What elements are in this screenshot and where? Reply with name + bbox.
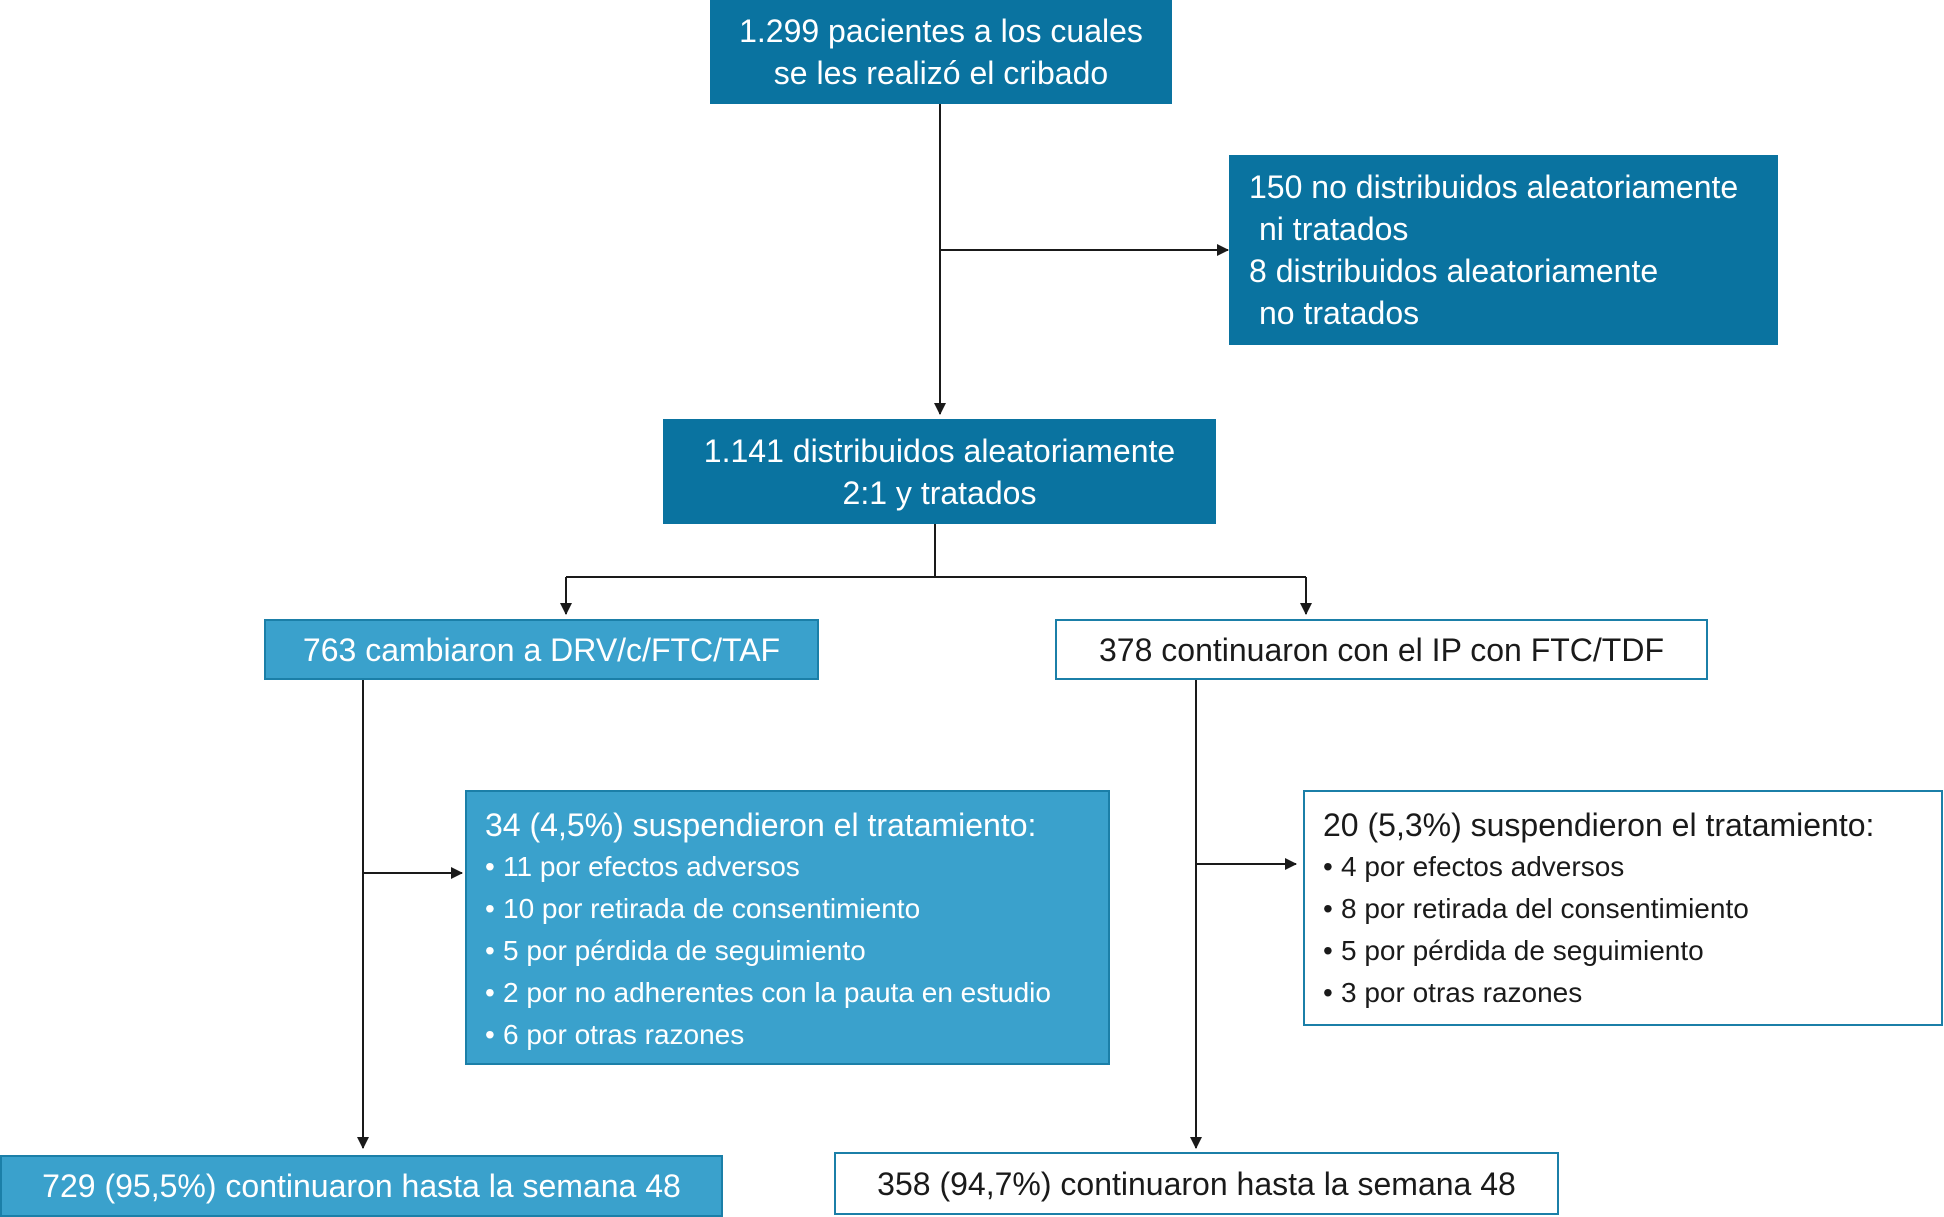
excluded-line4: no tratados (1259, 295, 1420, 331)
continue-discontinued-box: 20 (5,3%) suspendieron el tratamiento: •… (1303, 790, 1943, 1026)
switch-completed-box: 729 (95,5%) continuaron hasta la semana … (0, 1155, 723, 1217)
randomized-line1: 1.141 distribuidos aleatoriamente (703, 432, 1176, 469)
continue-completed-box: 358 (94,7%) continuaron hasta la semana … (834, 1152, 1559, 1215)
continue-discontinued-list: •4 por efectos adversos •8 por retirada … (1323, 846, 1941, 1014)
list-item: •5 por pérdida de seguimiento (485, 935, 866, 966)
randomized-box: 1.141 distribuidos aleatoriamente 2:1 y … (663, 419, 1216, 524)
screened-line1: 1.299 pacientes a los cuales (739, 13, 1143, 49)
continue-arm-box: 378 continuaron con el IP con FTC/TDF (1055, 619, 1708, 680)
excluded-box: 150 no distribuidos aleatoriamente ni tr… (1229, 155, 1778, 345)
excluded-line3: 8 distribuidos aleatoriamente (1249, 253, 1659, 289)
list-item: •10 por retirada de consentimiento (485, 893, 921, 924)
list-item: •4 por efectos adversos (1323, 851, 1625, 882)
switch-discontinued-list: •11 por efectos adversos •10 por retirad… (485, 846, 1108, 1056)
list-item: •8 por retirada del consentimiento (1323, 893, 1749, 924)
switch-completed-label: 729 (95,5%) continuaron hasta la semana … (42, 1168, 681, 1204)
list-item: •2 por no adherentes con la pauta en est… (485, 977, 1051, 1008)
continue-arm-label: 378 continuaron con el IP con FTC/TDF (1098, 631, 1664, 668)
list-item: •6 por otras razones (485, 1019, 745, 1050)
list-item: •3 por otras razones (1323, 977, 1583, 1008)
switch-discontinued-box: 34 (4,5%) suspendieron el tratamiento: •… (465, 790, 1110, 1065)
switch-discontinued-title: 34 (4,5%) suspendieron el tratamiento: (485, 807, 1037, 843)
switch-arm-label: 763 cambiaron a DRV/c/FTC/TAF (302, 631, 781, 668)
randomized-line2: 2:1 y tratados (842, 474, 1037, 511)
excluded-line2: ni tratados (1259, 211, 1409, 247)
continue-discontinued-title: 20 (5,3%) suspendieron el tratamiento: (1323, 807, 1875, 843)
list-item: •5 por pérdida de seguimiento (1323, 935, 1704, 966)
excluded-line1: 150 no distribuidos aleatoriamente (1249, 169, 1739, 205)
screened-line2: se les realizó el cribado (773, 55, 1109, 91)
list-item: •11 por efectos adversos (485, 851, 800, 882)
screened-box: 1.299 pacientes a los cuales se les real… (710, 0, 1172, 104)
switch-arm-box: 763 cambiaron a DRV/c/FTC/TAF (264, 619, 819, 680)
continue-completed-label: 358 (94,7%) continuaron hasta la semana … (877, 1165, 1516, 1202)
